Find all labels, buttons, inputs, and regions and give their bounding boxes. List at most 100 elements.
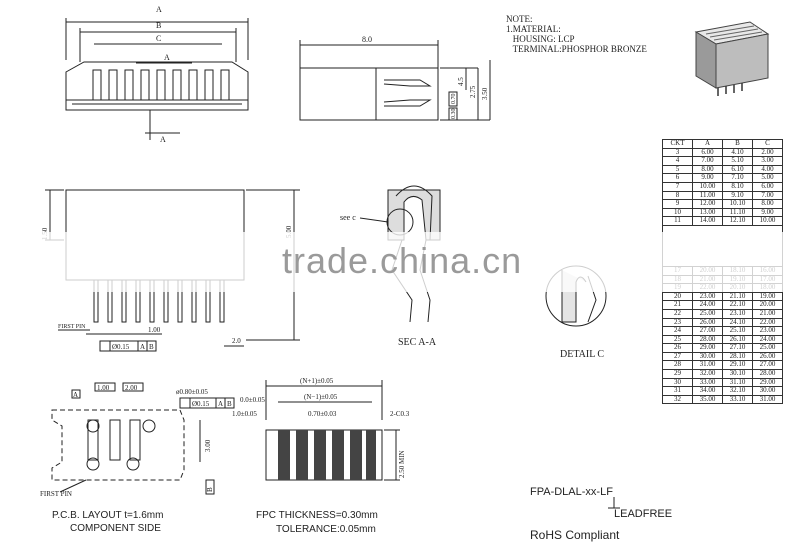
table-cell: 10.10 [722, 199, 753, 209]
product-3d-image [694, 21, 770, 96]
material-note: NOTE: 1.MATERIAL: HOUSING: LCP TERMINAL:… [506, 14, 647, 54]
fpc-250-label: 2.50 MIN [398, 450, 406, 478]
pcb-tol-b: B [227, 400, 232, 408]
fpc-10-label: 1.0±0.05 [232, 410, 257, 418]
dim-b-label: B [156, 21, 161, 30]
side-070-label: 0.70 [451, 94, 457, 105]
watermark: trade.china.cn [282, 240, 523, 281]
table-cell: 10.00 [752, 216, 783, 226]
pcb-a-label: A [73, 391, 78, 399]
front-20-label: 2.0 [232, 337, 241, 345]
table-cell: 14.00 [692, 216, 723, 226]
dim-c-label: C [156, 34, 161, 43]
front-tol-b: B [149, 343, 154, 351]
pcb-300-label: 3.00 [204, 439, 212, 452]
table-cell: 25.10 [722, 326, 753, 336]
fpc-c03-label: 2-C0.3 [390, 410, 410, 418]
pcb-b-label: B [206, 487, 214, 492]
pcb-100-label: 1.00 [97, 384, 110, 392]
table-cell: 21.00 [752, 308, 783, 319]
table-cell: 5.10 [722, 156, 753, 166]
table-cell: 35.00 [692, 394, 723, 405]
table-header-row: CKT A B C [662, 139, 783, 149]
side-275-label: 2.75 [469, 85, 477, 98]
table-cell: 8.00 [752, 199, 783, 209]
front-500-label: 5.00 [285, 225, 293, 238]
pcb-layout: 1.00 2.00 A ø0.80±0.05 Ø0.15 A B 3.00 B … [40, 382, 235, 534]
pcb-tol-label: Ø0.15 [192, 400, 210, 408]
detail-c-label: DETAIL C [560, 349, 604, 360]
front-tol-label: Ø0.15 [112, 343, 130, 351]
table-cell: 32.00 [692, 369, 723, 379]
fpc-070-label: 0.70±0.03 [308, 410, 337, 418]
side-45-label: 4.5 [457, 77, 465, 86]
part-number: FPA-DLAL-xx-LF [530, 486, 613, 498]
front-100-label: 1.00 [148, 326, 161, 334]
fpc-nm1-label: (N−1)±0.05 [304, 393, 338, 401]
table-header: CKT [662, 139, 693, 149]
front-first-pin-label: FIRST PIN [58, 324, 86, 330]
table-cell: 12.00 [692, 199, 723, 209]
side-350-label: 3.50 [481, 87, 489, 100]
fpc-drawing: (N+1)±0.05 (N−1)±0.05 0.0±0.05 1.0±0.05 … [232, 377, 410, 535]
pcb-title-2: COMPONENT SIDE [70, 523, 161, 534]
note-line: NOTE: [506, 14, 533, 24]
table-header: C [752, 139, 783, 149]
fpc-n1-label: (N+1)±0.05 [300, 377, 334, 385]
table-cell: 7.00 [692, 156, 723, 166]
pcb-first-pin-label: FIRST PIN [40, 490, 72, 498]
fpc-title-1: FPC THICKNESS=0.30mm [256, 510, 378, 521]
table-cell: 6.00 [752, 181, 783, 192]
table-cell: 33.10 [722, 394, 753, 405]
table-cell: 4 [662, 156, 693, 166]
note-line: HOUSING: LCP [506, 34, 575, 44]
table-cell: 23.10 [722, 308, 753, 319]
note-line: 1.MATERIAL: [506, 24, 561, 34]
table-header: B [722, 139, 753, 149]
see-c-label: see c [340, 213, 356, 222]
sec-aa-label: SEC A-A [398, 337, 437, 348]
table-cell: 31.00 [752, 394, 783, 405]
table-cell: 3.00 [752, 156, 783, 166]
top-view: A B C A A [65, 5, 249, 144]
pcb-hole-label: ø0.80±0.05 [176, 388, 208, 396]
table-cell: 22 [662, 308, 693, 319]
table-cell: 30.10 [722, 369, 753, 379]
table-cell: 25.00 [692, 308, 723, 319]
fpc-title-2: TOLERANCE:0.05mm [276, 524, 376, 535]
pcb-tol-a: A [218, 400, 223, 408]
table-cell: 7 [662, 181, 693, 192]
part-number-bracket [608, 497, 620, 509]
table-cell: 23.00 [752, 326, 783, 336]
side-len-label: 8.0 [362, 35, 372, 44]
table-cell: 32 [662, 394, 693, 405]
fpc-0-label: 0.0±0.05 [240, 396, 265, 404]
rohs-label: RoHS Compliant [530, 528, 620, 542]
table-cell: 8.10 [722, 181, 753, 192]
note-line: TERMINAL:PHOSPHOR BRONZE [506, 44, 647, 54]
dim-a-label: A [156, 5, 162, 14]
pcb-200-label: 2.00 [125, 384, 138, 392]
table-cell: 24 [662, 326, 693, 336]
front-tol-a: A [140, 343, 145, 351]
table-cell: 12.10 [722, 216, 753, 226]
side-030-label: 0.30 [451, 109, 457, 120]
section-aa: see c SEC A-A [340, 185, 441, 348]
section-a-label: A [160, 135, 166, 144]
table-header: A [692, 139, 723, 149]
table-cell: 27.00 [692, 326, 723, 336]
table-cell: 29 [662, 369, 693, 379]
